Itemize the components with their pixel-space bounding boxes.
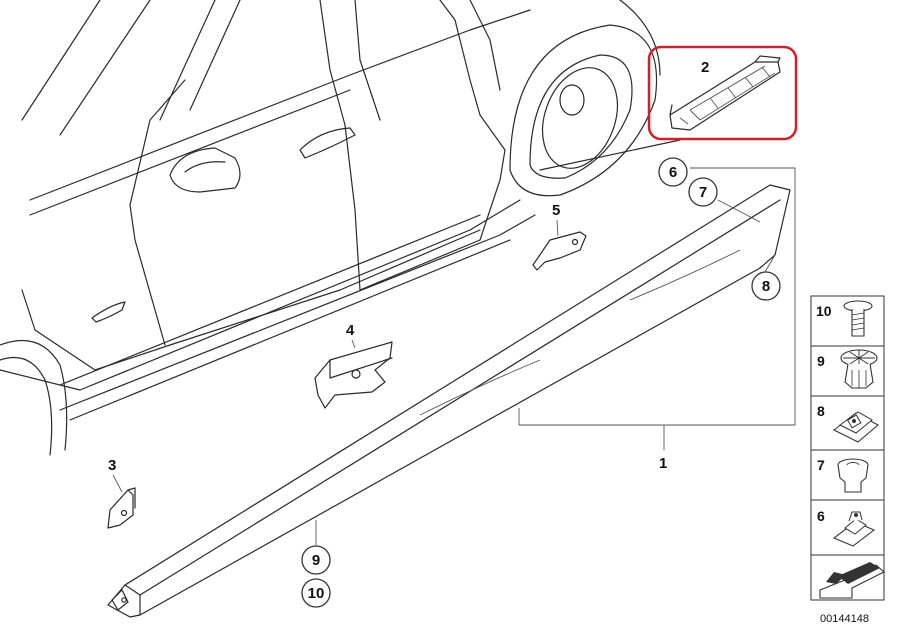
bracket-part-4 [314,341,393,409]
callout-2: 2 [701,59,709,76]
callout-9: 9 [312,552,320,569]
leader-lines [112,167,796,545]
callout-1: 1 [659,455,667,472]
car-body-outline [0,0,681,456]
screw-icon [843,300,873,337]
callout-circle-6 [658,157,688,187]
expanding-rivet-icon [840,349,878,389]
callout-7: 7 [699,184,707,201]
callout-6: 6 [669,164,677,181]
arrow-icon [819,562,885,599]
parts-label-10: 10 [816,303,832,319]
parts-panel: 10 9 8 7 6 [810,295,885,625]
parts-label-6: 6 [817,508,825,524]
parts-label-8: 8 [817,403,825,419]
parts-label-7: 7 [817,457,825,473]
clamp-icon [832,511,876,547]
callout-5: 5 [552,202,560,219]
callout-10: 10 [308,585,325,602]
bracket-part-5 [532,231,587,271]
callout-3: 3 [108,457,116,474]
callout-circle-10 [301,578,331,608]
reference-number: 00144148 [820,613,869,625]
clip-nut-icon [832,411,879,443]
bracket-part-2 [669,55,781,131]
parts-label-9: 9 [817,353,825,369]
callout-4: 4 [346,322,355,339]
bracket-part-3 [107,487,136,529]
side-sill-panel [107,184,791,618]
grommet-icon [837,458,869,493]
callout-circle-8 [751,271,781,301]
callout-circle-7 [688,177,718,207]
callout-8: 8 [762,278,770,295]
callout-circle-9 [301,545,331,575]
highlight-box-part-2 [647,45,798,141]
callouts: 1 2 3 4 5 6 7 8 9 10 [108,59,781,608]
